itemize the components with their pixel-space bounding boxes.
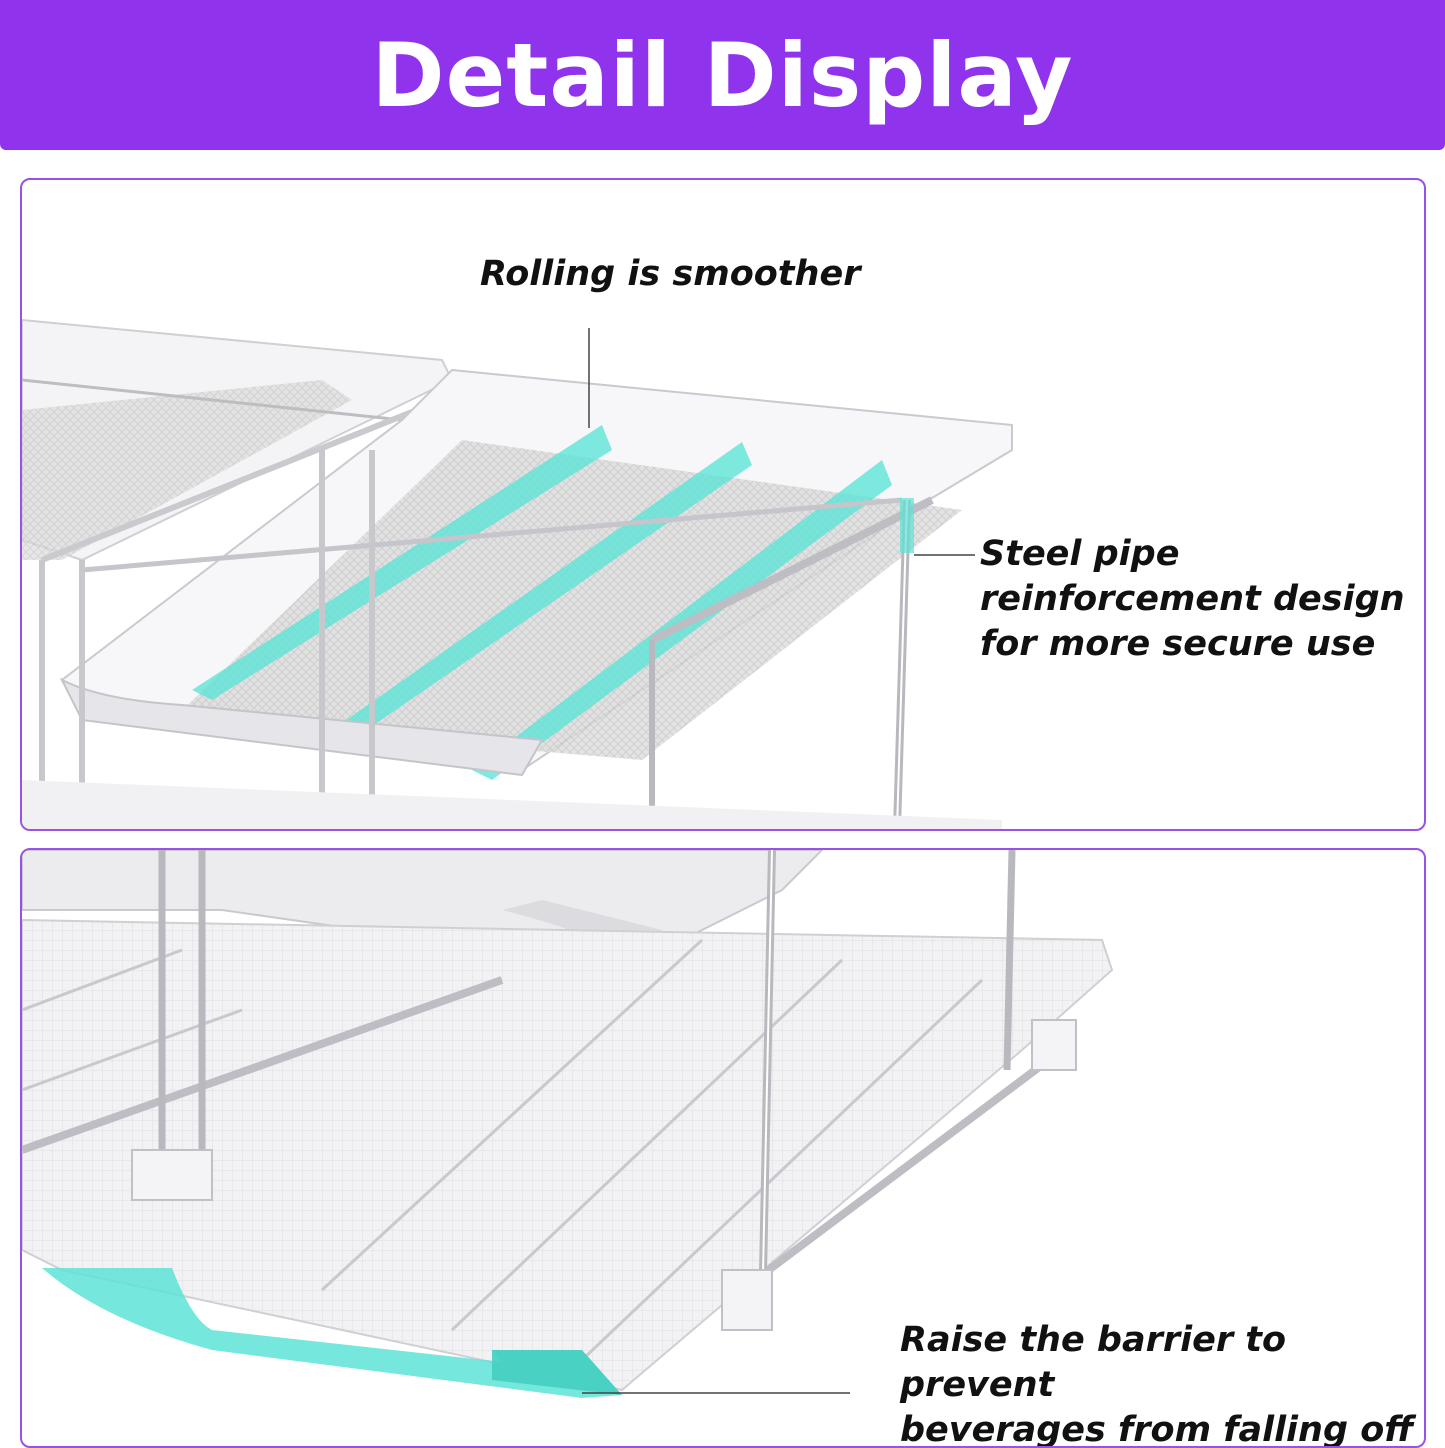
title-banner: Detail Display [0, 0, 1445, 150]
callout-raise-barrier: Raise the barrier to prevent beverages f… [900, 1318, 1424, 1448]
callout-steel-line-1: Steel pipe [980, 534, 1180, 574]
callout-rolling-smoother: Rolling is smoother [480, 254, 861, 294]
upper-tier-illustration [22, 318, 1013, 829]
lower-tier-illustration [22, 850, 1114, 1398]
detail-panel-bottom: Raise the barrier to prevent beverages f… [20, 848, 1426, 1448]
callout-barrier-line-1: Raise the barrier to prevent [900, 1320, 1287, 1405]
callout-steel-line-2: reinforcement design [980, 579, 1405, 619]
detail-panel-top: Rolling is smoother Steel pipe reinforce… [20, 178, 1426, 831]
page-title: Detail Display [371, 23, 1074, 127]
callout-barrier-line-2: beverages from falling off [900, 1410, 1414, 1448]
callout-steel-pipe: Steel pipe reinforcement design for more… [980, 532, 1405, 667]
callout-steel-line-3: for more secure use [980, 624, 1376, 664]
